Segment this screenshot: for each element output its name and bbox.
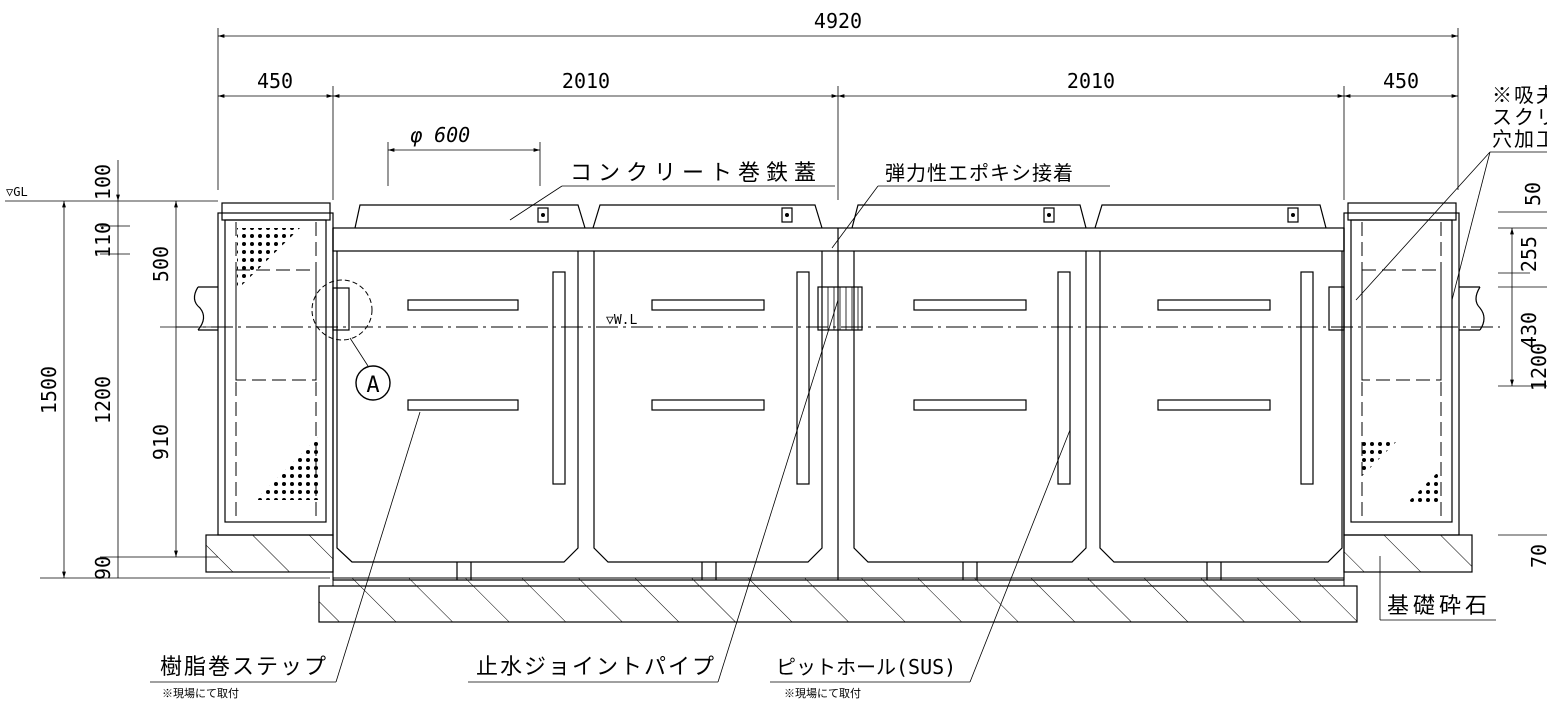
dim-left-1500: 1500 xyxy=(37,366,61,414)
callout-suction-1: ※吸夫 xyxy=(1492,83,1547,107)
dim-right-70: 70 xyxy=(1527,544,1547,568)
dim-right-end: 450 xyxy=(1383,69,1419,93)
lid-hooks xyxy=(537,207,1299,223)
main-tank: ▽W.L A xyxy=(176,204,1500,581)
ground-level-left: ▽GL xyxy=(6,185,28,199)
dim-left-100: 100 xyxy=(91,164,115,200)
dim-right-50: 50 xyxy=(1521,182,1545,206)
top-dimensions: 4920 450 2010 2010 450 φ 600 xyxy=(217,9,1459,200)
water-level: ▽W.L xyxy=(606,313,637,328)
dim-right-255: 255 xyxy=(1517,236,1541,272)
callout-suction-3: 穴加工 xyxy=(1492,127,1547,151)
callout-resin-step: 樹脂巻ステップ xyxy=(160,655,328,680)
dim-left-90: 90 xyxy=(91,556,115,580)
dim-right-430: 430 xyxy=(1517,312,1541,348)
callout-pit-hole: ピットホール(SUS) xyxy=(776,655,956,679)
dim-total: 4920 xyxy=(814,9,862,33)
callout-concrete-lid: コンクリート巻鉄蓋 xyxy=(570,161,822,186)
left-end-tank xyxy=(193,202,334,536)
callout-suction-2: スクリ xyxy=(1492,105,1547,129)
callout-waterstop: 止水ジョイントパイプ xyxy=(476,655,716,680)
callout-pit-hole-note: ※現場にて取付 xyxy=(784,687,861,700)
step-rungs xyxy=(407,299,1271,411)
detail-a-marker xyxy=(355,365,391,401)
callout-resin-step-note: ※現場にて取付 xyxy=(162,687,239,700)
dim-right-1200: 1200 xyxy=(1527,343,1547,391)
callout-epoxy: 弾力性エポキシ接着 xyxy=(885,161,1074,185)
dim-left-1200: 1200 xyxy=(91,376,115,424)
right-dimensions: 50 255 430 1200 70 xyxy=(1498,182,1547,568)
detail-a-label: A xyxy=(366,373,379,398)
callouts: コンクリート巻鉄蓋 弾力性エポキシ接着 ※吸夫 スクリ 穴加工 樹脂巻ステップ … xyxy=(150,83,1547,700)
foundations xyxy=(205,534,1473,623)
right-end-tank xyxy=(1328,202,1485,536)
dim-chamber-2: 2010 xyxy=(1067,69,1115,93)
dim-manhole-dia: φ 600 xyxy=(410,123,470,147)
dim-left-end: 450 xyxy=(257,69,293,93)
dim-left-500: 500 xyxy=(149,246,173,282)
dim-left-910: 910 xyxy=(149,424,173,460)
callout-foundation: 基礎砕石 xyxy=(1387,594,1491,619)
dim-left-110: 110 xyxy=(91,222,115,258)
dim-chamber-1: 2010 xyxy=(562,69,610,93)
left-dimensions: ▽GL 100 110 500 1200 910 1500 90 xyxy=(5,160,330,580)
